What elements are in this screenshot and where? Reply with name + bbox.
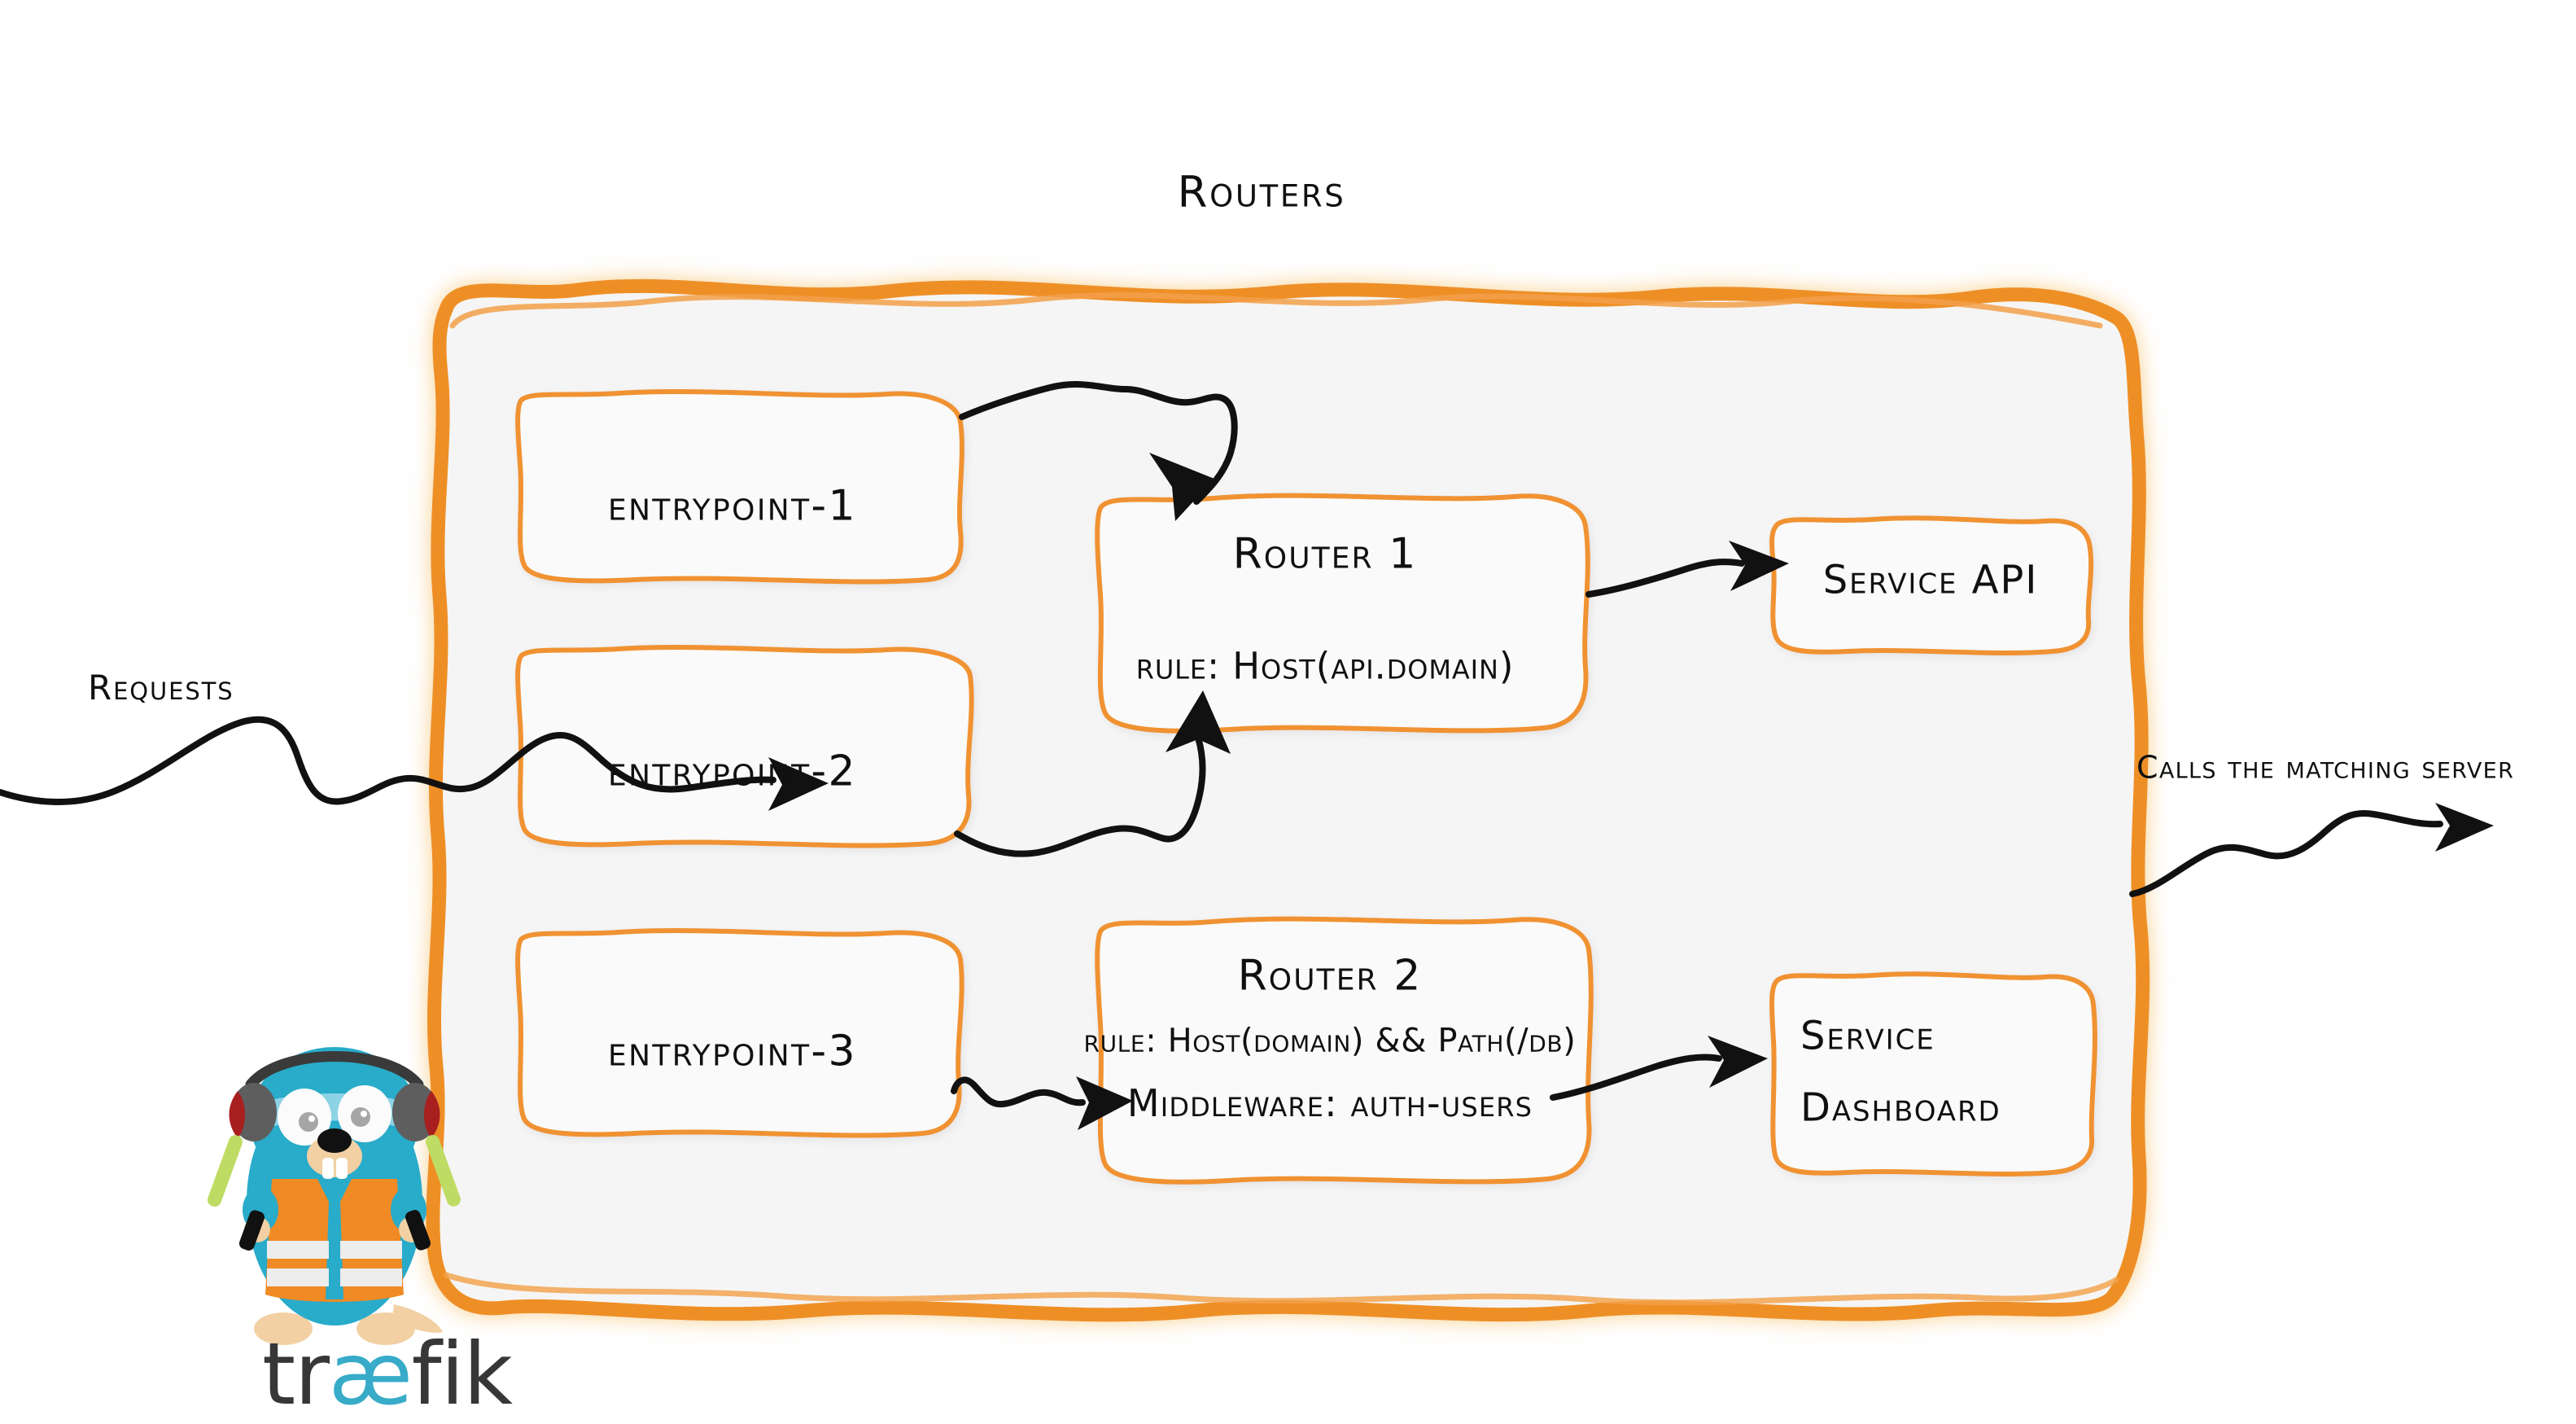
arrow-router2-to-servicedashboard <box>1550 1036 1768 1101</box>
arrow-panel-to-server <box>2129 803 2494 897</box>
router-2-title: Router 2 <box>1237 951 1423 1001</box>
router-2-rule: rule: Host(domain) && Path(/db) <box>1083 1022 1577 1060</box>
router-1-title: Router 1 <box>1232 529 1418 579</box>
service-box-dashboard[interactable] <box>1769 971 2097 1176</box>
traefik-logo-wordmark: træfik <box>262 1332 513 1417</box>
service-box-api[interactable] <box>1769 515 2094 655</box>
entrypoint-3-label: entrypoint-3 <box>608 1027 857 1076</box>
arrow-entrypoint1-to-router1 <box>959 381 1238 521</box>
entrypoint-1-label: entrypoint-1 <box>608 481 857 531</box>
router-1-rule: rule: Host(api.domain) <box>1135 644 1515 688</box>
calls-matching-server-annotation: Calls the matching server <box>2136 749 2515 786</box>
arrow-entrypoint2-to-router1 <box>954 690 1231 857</box>
entrypoint-2-label: entrypoint-2 <box>608 747 857 796</box>
arrow-requests-to-panel <box>0 716 829 811</box>
entrypoint-box-2[interactable] <box>515 644 974 848</box>
router-box-2[interactable] <box>1095 916 1594 1185</box>
traefik-gopher-mascot <box>208 1047 461 1345</box>
service-dashboard-label-line1: Service <box>1800 1013 1935 1059</box>
entrypoint-box-3[interactable] <box>515 927 964 1138</box>
arrow-entrypoint3-to-router2 <box>951 1076 1133 1130</box>
arrow-router1-to-serviceapi <box>1585 541 1789 598</box>
logo-ae-ligature: æ <box>328 1325 413 1424</box>
router-2-middleware: Middleware: auth-users <box>1126 1080 1533 1125</box>
logo-suffix: fik <box>411 1325 513 1424</box>
service-api-label: Service API <box>1822 557 2039 603</box>
router-box-1[interactable] <box>1095 493 1590 734</box>
entrypoint-box-1[interactable] <box>515 388 964 585</box>
requests-annotation: Requests <box>88 668 234 708</box>
logo-prefix: tr <box>262 1325 330 1424</box>
page-title: Routers <box>1177 167 1346 217</box>
service-dashboard-label-line2: Dashboard <box>1800 1084 2001 1131</box>
